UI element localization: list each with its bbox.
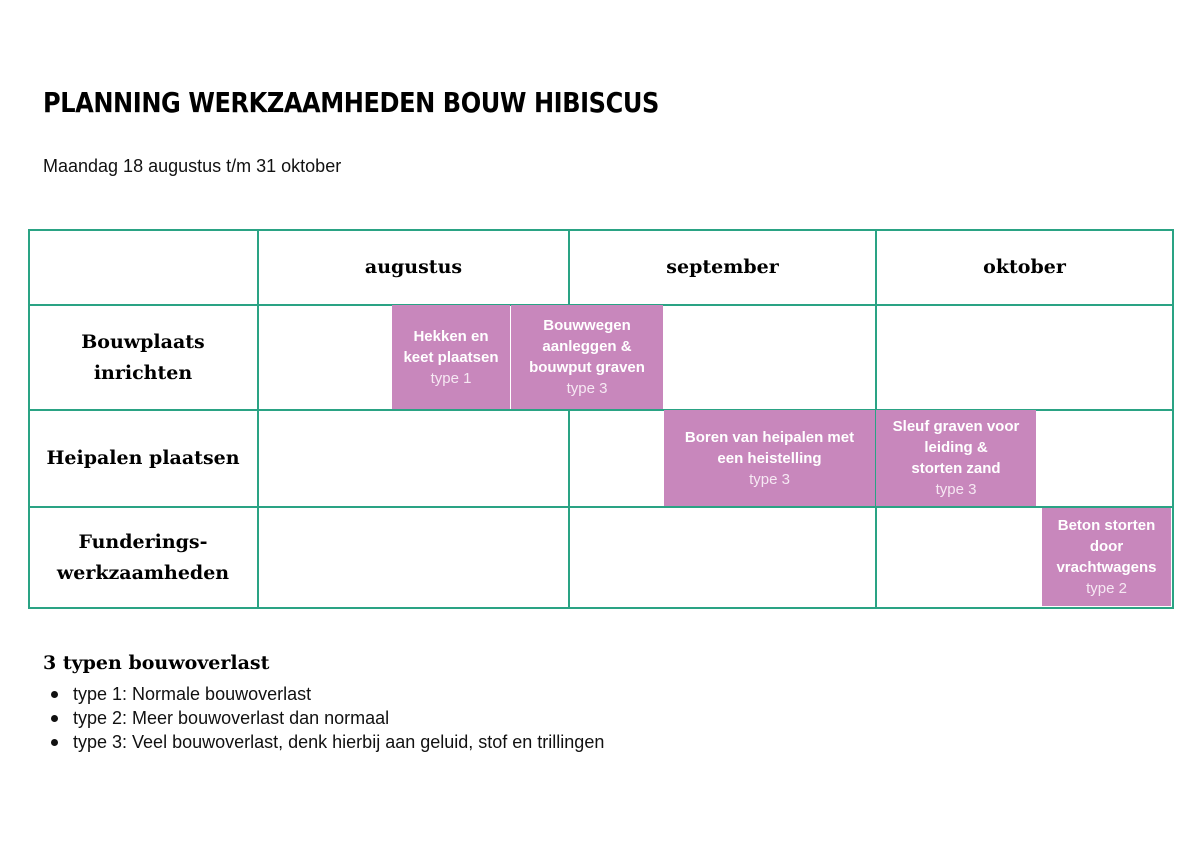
bullet-icon: [51, 715, 58, 722]
page-title: PLANNING WERKZAAMHEDEN BOUW HIBISCUS: [43, 86, 659, 119]
task-name-line: Boren van heipalen met: [684, 428, 855, 446]
task-hekken-keet: Hekken en keet plaatsen type 1: [392, 305, 510, 409]
task-sleuf-graven: Sleuf graven voor leiding & storten zand…: [876, 410, 1036, 506]
task-name-line: een heistelling: [717, 449, 822, 467]
grid-line: [28, 229, 30, 609]
task-name-line: leiding &: [924, 439, 988, 456]
grid-line: [28, 607, 1174, 609]
task-name-line: aanleggen &: [542, 338, 632, 355]
grid-line: [257, 229, 259, 609]
month-header-oktober: oktober: [983, 256, 1066, 278]
grid-line: [28, 506, 1174, 508]
row-label-line: inrichten: [93, 361, 193, 384]
task-beton-storten: Beton storten door vrachtwagens type 2: [1042, 508, 1171, 606]
task-type: type 3: [749, 470, 790, 488]
grid-line: [1172, 229, 1174, 609]
row-label-bouwplaats: Bouwplaats inrichten: [28, 306, 258, 409]
page-subtitle: Maandag 18 augustus t/m 31 oktober: [43, 156, 342, 176]
task-type: type 3: [566, 380, 608, 397]
list-item: type 3: Veel bouwoverlast, denk hierbij …: [43, 730, 604, 754]
task-type: type 1: [430, 369, 472, 387]
month-header-augustus: augustus: [364, 256, 463, 278]
month-header-september: september: [666, 256, 779, 278]
task-type: type 2: [1086, 580, 1127, 597]
row-label-line: Funderings-: [78, 530, 208, 553]
grid-line: [28, 229, 1174, 231]
grid-line: [28, 409, 1174, 411]
task-boren-heipalen: Boren van heipalen met een heistelling t…: [664, 410, 875, 506]
task-name-line: Beton storten: [1057, 517, 1156, 534]
task-name-line: vrachtwagens: [1056, 559, 1157, 576]
task-type: type 3: [935, 481, 977, 498]
task-name-line: keet plaatsen: [403, 348, 499, 366]
task-name-line: Hekken en: [413, 327, 489, 345]
task-bouwwegen: Bouwwegen aanleggen & bouwput graven typ…: [511, 305, 663, 409]
row-label-line: Heipalen plaatsen: [46, 447, 240, 469]
task-name-line: Sleuf graven voor: [892, 418, 1020, 435]
row-label-line: Bouwplaats: [81, 330, 205, 353]
bullet-icon: [51, 739, 58, 746]
legend-title: 3 typen bouwoverlast: [43, 652, 270, 674]
task-name-line: door: [1089, 538, 1124, 555]
bullet-icon: [51, 691, 58, 698]
row-label-funderings: Funderings- werkzaamheden: [28, 508, 258, 607]
row-label-line: werkzaamheden: [56, 561, 230, 584]
grid-line: [568, 229, 570, 609]
planning-table: augustus september oktober Bouwplaats in…: [28, 229, 1174, 609]
legend-item-text: type 3: Veel bouwoverlast, denk hierbij …: [73, 732, 605, 752]
legend-list: type 1: Normale bouwoverlast type 2: Mee…: [43, 682, 604, 754]
task-name-line: storten zand: [911, 460, 1001, 477]
legend-item-text: type 1: Normale bouwoverlast: [73, 684, 312, 704]
list-item: type 2: Meer bouwoverlast dan normaal: [43, 706, 604, 730]
row-label-heipalen: Heipalen plaatsen: [28, 411, 258, 506]
task-name-line: Bouwwegen: [543, 317, 631, 334]
legend-item-text: type 2: Meer bouwoverlast dan normaal: [73, 708, 390, 728]
task-name-line: bouwput graven: [529, 359, 645, 376]
list-item: type 1: Normale bouwoverlast: [43, 682, 604, 706]
